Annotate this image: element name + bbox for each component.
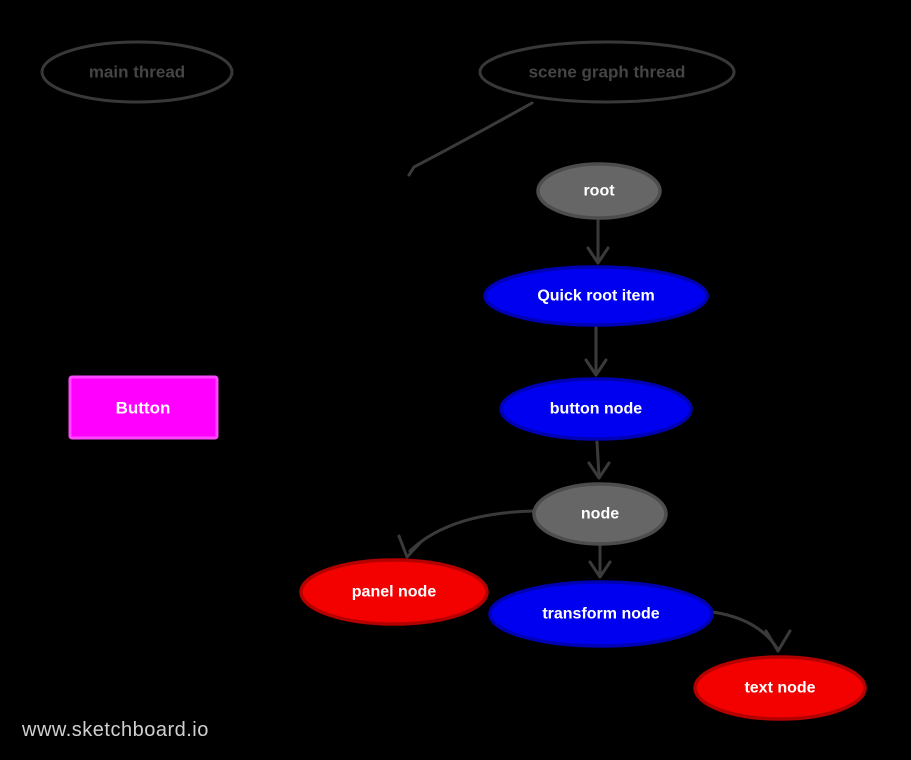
text-node-ellipse (693, 655, 867, 721)
node-node-label: node (581, 506, 619, 523)
main-thread-label: main thread (89, 63, 185, 82)
edge-button-node-to-node (587, 440, 611, 480)
transform-node-ellipse (488, 580, 714, 648)
main-thread-ellipse (40, 40, 234, 104)
panel-node-label: panel node (352, 584, 437, 601)
transform-node-label: transform node (542, 606, 659, 623)
edge-root-to-quick-root-item (586, 218, 610, 265)
edge-quick-root-item-to-button-node (584, 325, 608, 377)
button-node-label: button node (550, 401, 643, 418)
edge-node-to-panel-node (397, 509, 536, 559)
panel-node-ellipse (299, 558, 489, 626)
button-rectangle-label: Button (116, 399, 171, 418)
watermark-text: www.sketchboard.io (21, 719, 209, 741)
scene-graph-thread-label: scene graph thread (529, 63, 686, 82)
edge-transform-node-to-text-node (710, 610, 792, 653)
text-node-label: text node (744, 680, 815, 697)
root-node-label: root (583, 183, 615, 200)
edge-node-to-transform-node (588, 544, 612, 579)
button-rectangle (68, 375, 219, 440)
quick-root-item-node-label: Quick root item (537, 288, 654, 305)
scene-graph-thread-ellipse (478, 40, 736, 104)
quick-root-item-node-ellipse (483, 265, 709, 327)
node-node-ellipse (532, 482, 668, 546)
curve-from-scene-graph-thread (407, 101, 534, 177)
root-node-ellipse (536, 162, 662, 220)
button-node-ellipse (499, 377, 693, 441)
